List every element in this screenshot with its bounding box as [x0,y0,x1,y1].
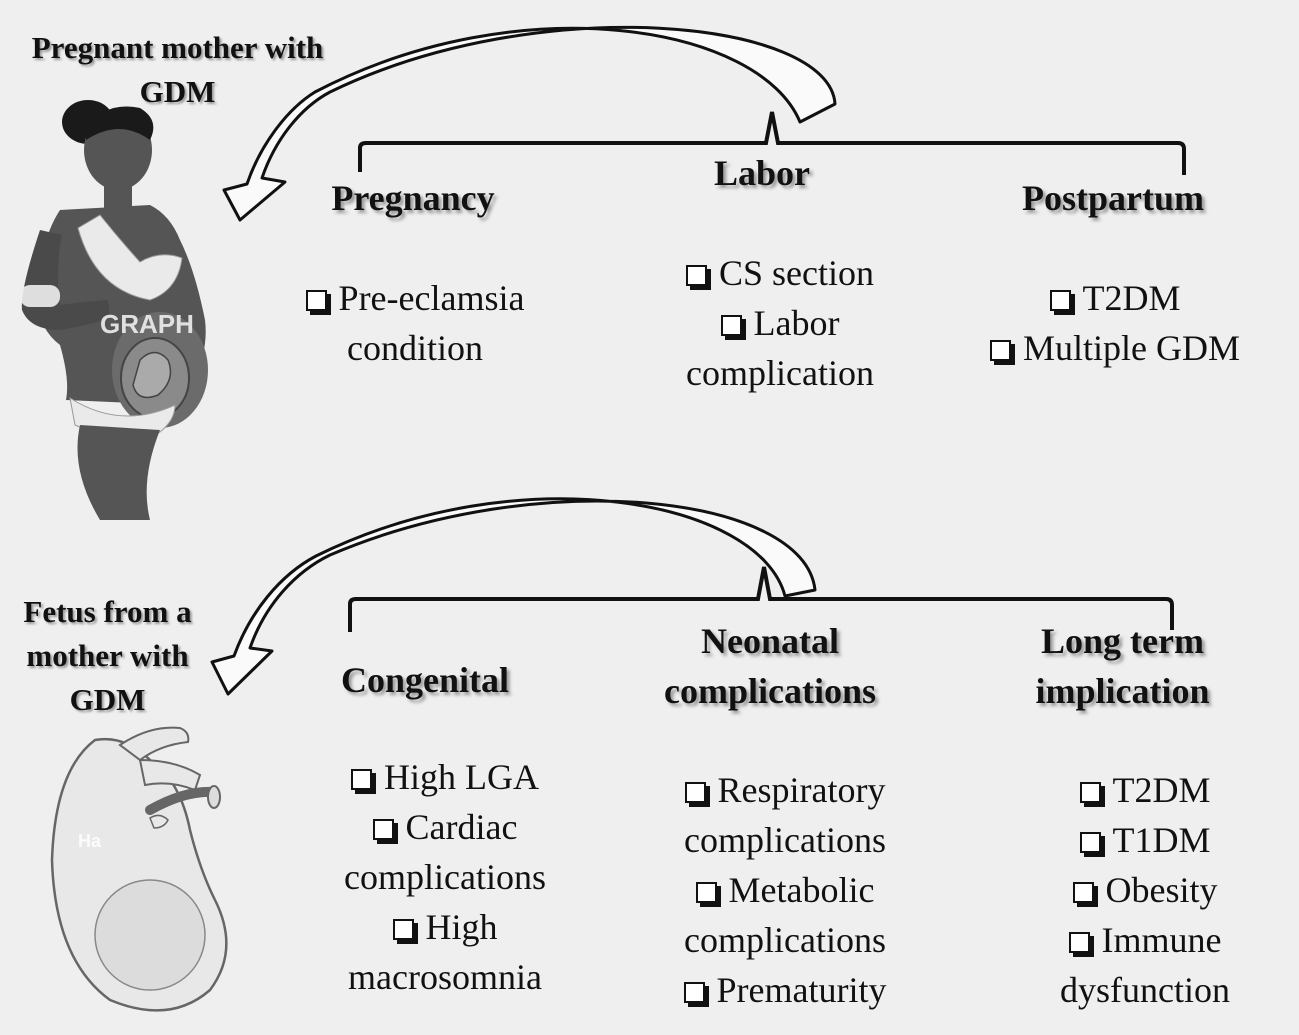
neonatal-heading-line2: complications [664,671,876,711]
list-item-continued: dysfunction [1060,970,1230,1010]
checkbox-icon [684,782,706,803]
checkbox-icon [305,290,327,311]
maternal-bracket [358,111,1186,175]
list-item: T2DM [960,273,1270,323]
labor-list: CS section Labor complication [630,248,930,398]
fetal-bracket [348,566,1174,632]
fetus-title-line2: mother with [26,638,189,673]
checkbox-icon [1068,932,1090,953]
fetal-curved-arrow [210,497,817,696]
longterm-heading-line2: implication [1035,671,1210,711]
congenital-list: High LGA Cardiac complications High macr… [300,752,590,1002]
fetus-title-line1: Fetus from a [23,594,192,629]
checkbox-icon [1049,290,1071,311]
list-item: CS section [630,248,930,298]
list-item-continued: complications [684,920,886,960]
checkbox-icon [1079,782,1101,803]
fetus-title-line3: GDM [69,682,146,717]
checkbox-icon [989,340,1011,361]
fetus-illustration: Ha [50,726,228,1012]
mother-title: Pregnant mother with GDM [0,26,355,114]
list-item: Prematurity [630,965,940,1015]
list-item: Labor [630,298,930,348]
mother-title-line1: Pregnant mother with [31,30,324,65]
list-item: Respiratory [630,765,940,815]
checkbox-icon [720,315,742,336]
pregnant-mother-illustration: GRAPH [20,100,208,520]
list-item: Metabolic [630,865,940,915]
list-item: T1DM [1000,815,1290,865]
checkbox-icon [1079,832,1101,853]
checkbox-icon [1072,882,1094,903]
mother-title-line2: GDM [139,74,216,109]
fetus-title: Fetus from a mother with GDM [0,590,215,722]
longterm-list: T2DM T1DM Obesity Immune dysfunction [1000,765,1290,1015]
list-item: Obesity [1000,865,1290,915]
checkbox-icon [685,265,707,286]
list-item-continued: macrosomnia [348,957,542,997]
list-item: Immune [1000,915,1290,965]
list-item-continued: complications [344,857,546,897]
checkbox-icon [372,819,394,840]
postpartum-list: T2DM Multiple GDM [960,273,1270,373]
list-item-continued: complications [684,820,886,860]
list-item: Cardiac [300,802,590,852]
checkbox-icon [683,982,705,1003]
svg-text:GRAPH: GRAPH [100,309,194,339]
neonatal-list: Respiratory complications Metabolic comp… [630,765,940,1015]
pregnancy-list: Pre-eclamsia condition [270,273,560,373]
svg-text:Ha: Ha [78,831,102,851]
list-item: T2DM [1000,765,1290,815]
checkbox-icon [392,919,414,940]
list-item-continued: condition [347,328,483,368]
pregnancy-heading: Pregnancy [331,178,495,218]
longterm-heading-line1: Long term [1041,621,1204,661]
longterm-heading: Long term implication [1000,616,1245,716]
postpartum-heading: Postpartum [1022,178,1204,218]
labor-heading: Labor [713,153,810,193]
list-item-continued: complication [686,353,874,393]
list-item: High [300,902,590,952]
maternal-curved-arrow [222,25,837,222]
checkbox-icon [695,882,717,903]
neonatal-heading: Neonatal complications [630,616,910,716]
list-item: High LGA [300,752,590,802]
list-item: Multiple GDM [960,323,1270,373]
list-item: Pre-eclamsia [270,273,560,323]
checkbox-icon [351,769,372,790]
congenital-heading: Congenital [340,660,509,700]
neonatal-heading-line1: Neonatal [701,621,839,661]
